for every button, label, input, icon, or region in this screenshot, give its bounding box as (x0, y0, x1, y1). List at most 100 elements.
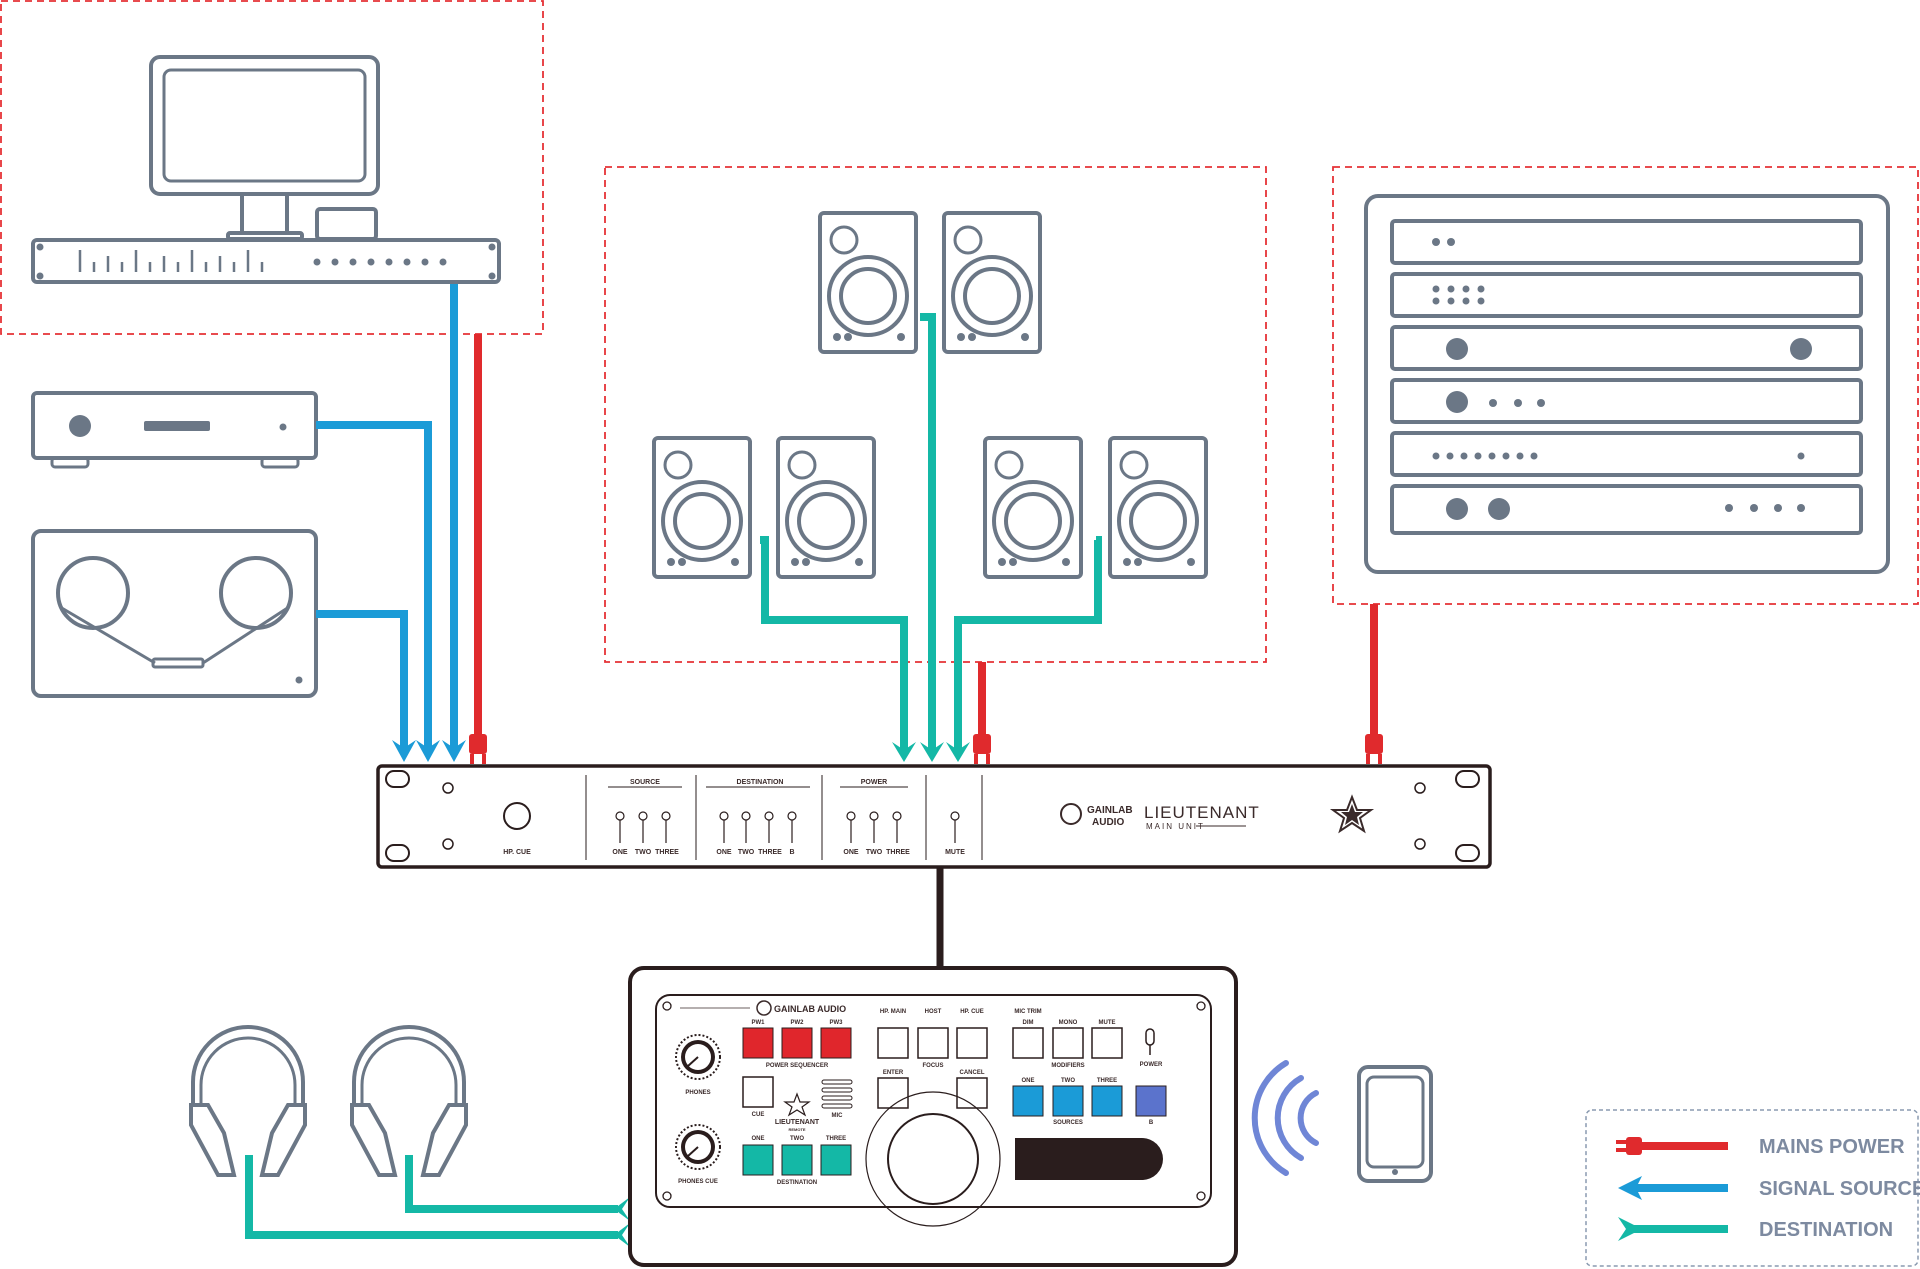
monitors-group-box (604, 166, 1267, 663)
pw1-button[interactable] (742, 1027, 774, 1059)
remote-brand: GAINLAB AUDIO (774, 1004, 846, 1014)
legend-signal-source-label: SIGNAL SOURCE (1759, 1178, 1920, 1200)
power-two-label: TWO (866, 849, 883, 856)
smartphone-icon (1357, 1065, 1433, 1183)
dst-two-button[interactable] (781, 1144, 813, 1176)
dest-three-switch[interactable] (764, 811, 774, 821)
equipment-rack-icon (1364, 194, 1890, 574)
pw3-button[interactable] (820, 1027, 852, 1059)
cue-label: CUE (752, 1112, 765, 1118)
mic-grille-icon (821, 1079, 853, 1109)
wireless-signal-icon (1251, 1060, 1319, 1176)
power-two-switch[interactable] (869, 811, 879, 821)
pw2-button[interactable] (781, 1027, 813, 1059)
jog-wheel[interactable] (887, 1113, 979, 1205)
power-one-label: ONE (843, 849, 859, 856)
legend-destination: DESTINATION (1618, 1217, 1893, 1241)
speaker-icon (652, 436, 752, 579)
rack-ear-hole (1455, 770, 1480, 788)
phones-cue-knob[interactable] (675, 1124, 721, 1170)
dst-one-button[interactable] (742, 1144, 774, 1176)
speaker-icon (983, 436, 1083, 579)
legend-signal-source: SIGNAL SOURCE (1618, 1176, 1920, 1200)
arrow-icon (920, 742, 944, 762)
remote-logo-sub: REMOTE (788, 1127, 805, 1132)
power-one-switch[interactable] (846, 811, 856, 821)
legend-mains-power-label: MAINS POWER (1759, 1136, 1905, 1158)
power-section-title: POWER (861, 779, 887, 786)
cancel-button[interactable] (956, 1077, 988, 1109)
cue-button[interactable] (742, 1076, 774, 1108)
b-label: B (1149, 1120, 1154, 1126)
src-two-button[interactable] (1052, 1085, 1084, 1117)
rack-ear-hole (385, 770, 410, 788)
source-two-label: TWO (635, 849, 652, 856)
headphone-cables (245, 1155, 630, 1247)
cd-player-icon (31, 391, 318, 469)
product-name: LIEUTENANT (1144, 803, 1260, 822)
source-two-switch[interactable] (638, 811, 648, 821)
dest-two-switch[interactable] (741, 811, 751, 821)
hp-cue-button[interactable] (956, 1027, 988, 1059)
source-one-label: ONE (612, 849, 628, 856)
phones-label: PHONES (685, 1090, 710, 1096)
mono-label: MONO (1059, 1020, 1078, 1026)
legend-mains-power: MAINS POWER (1616, 1136, 1905, 1158)
src-three-button[interactable] (1091, 1085, 1123, 1117)
src-three-label: THREE (1097, 1078, 1117, 1084)
legend: MAINS POWER SIGNAL SOURCE DESTINATION (1585, 1109, 1920, 1267)
modifiers-label: MODIFIERS (1051, 1063, 1084, 1069)
hp-cue-jack[interactable] (503, 802, 531, 830)
dest-b-switch[interactable] (787, 811, 797, 821)
dest-one-switch[interactable] (719, 811, 729, 821)
pw1-label: PW1 (751, 1020, 765, 1026)
mute-switch[interactable] (950, 811, 960, 821)
remote-display (1015, 1138, 1163, 1180)
destination-section-title: DESTINATION (737, 779, 784, 786)
computer-monitor-icon (149, 55, 380, 241)
jog-wheel-ring (865, 1091, 1001, 1227)
host-button[interactable] (917, 1027, 949, 1059)
arrow-icon (392, 740, 416, 762)
source-three-label: THREE (655, 849, 679, 856)
mono-button[interactable] (1052, 1027, 1084, 1059)
remote-destination-label: DESTINATION (777, 1180, 817, 1186)
speaker-icon (1108, 436, 1208, 579)
power-plug-icon (1365, 734, 1383, 764)
phones-knob[interactable] (675, 1034, 721, 1080)
arrow-icon (892, 742, 916, 762)
host-label: HOST (925, 1009, 942, 1015)
power-three-label: THREE (886, 849, 910, 856)
remote-power-label: POWER (1140, 1062, 1163, 1068)
hp-cue-label: HP. CUE (503, 849, 531, 856)
enter-button[interactable] (877, 1077, 909, 1109)
source-section-title: SOURCE (630, 779, 660, 786)
headphones-icon (350, 1025, 468, 1177)
headphones-icon (189, 1025, 307, 1177)
power-plug-icon (1626, 1137, 1642, 1155)
phones-cue-label: PHONES CUE (678, 1179, 718, 1185)
source-one-switch[interactable] (615, 811, 625, 821)
b-button[interactable] (1135, 1085, 1167, 1117)
sources-label: SOURCES (1053, 1120, 1083, 1126)
dst-three-button[interactable] (820, 1144, 852, 1176)
remote-logo-name: LIEUTENANT (775, 1119, 820, 1126)
arrow-icon (614, 1197, 630, 1221)
dst-two-label: TWO (790, 1136, 804, 1142)
rack-ear-hole (385, 844, 410, 862)
hp-main-button[interactable] (877, 1027, 909, 1059)
enter-label: ENTER (883, 1070, 904, 1076)
dim-button[interactable] (1012, 1027, 1044, 1059)
pw3-label: PW3 (829, 1020, 843, 1026)
brand-line-2: AUDIO (1092, 817, 1124, 828)
src-one-button[interactable] (1012, 1085, 1044, 1117)
remote-hp-cue-label: HP. CUE (960, 1009, 984, 1015)
src-two-label: TWO (1061, 1078, 1075, 1084)
arrow-icon (416, 740, 440, 762)
source-three-switch[interactable] (661, 811, 671, 821)
lieutenant-remote: GAINLAB AUDIO PHONES PHONES CUE PW1 PW2 … (628, 966, 1238, 1267)
power-three-switch[interactable] (892, 811, 902, 821)
audio-interface-icon (31, 238, 501, 284)
mute-button[interactable] (1091, 1027, 1123, 1059)
